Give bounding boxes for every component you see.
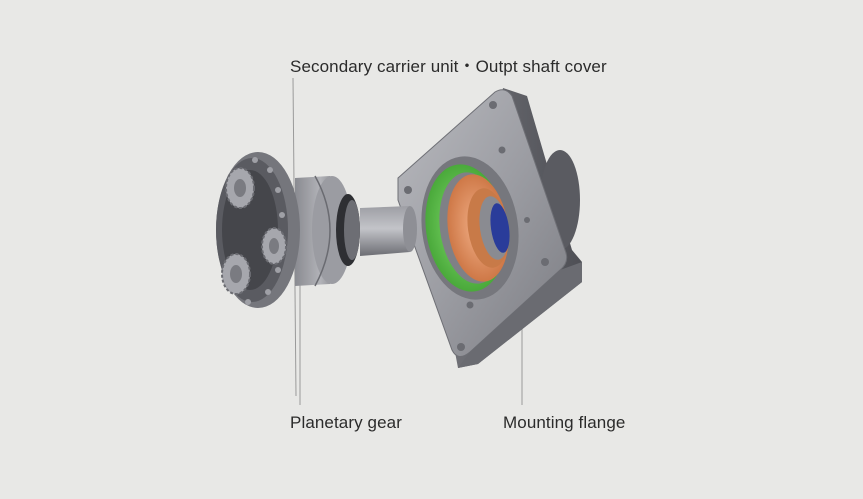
planetary-gear-assembly — [216, 152, 300, 308]
planet-gear-bottom — [221, 253, 251, 295]
mounting-flange — [397, 88, 582, 368]
output-shaft — [360, 206, 417, 256]
planet-gear-middle — [261, 227, 287, 265]
label-planetary-gear: Planetary gear — [290, 413, 402, 432]
blue-core — [490, 203, 510, 253]
planet-gear-top — [225, 167, 255, 209]
label-secondary-carrier: Secondary carrier unit・Outpt shaft cover — [290, 57, 607, 76]
label-mounting-flange: Mounting flange — [503, 413, 626, 432]
secondary-carrier-unit — [295, 175, 360, 287]
